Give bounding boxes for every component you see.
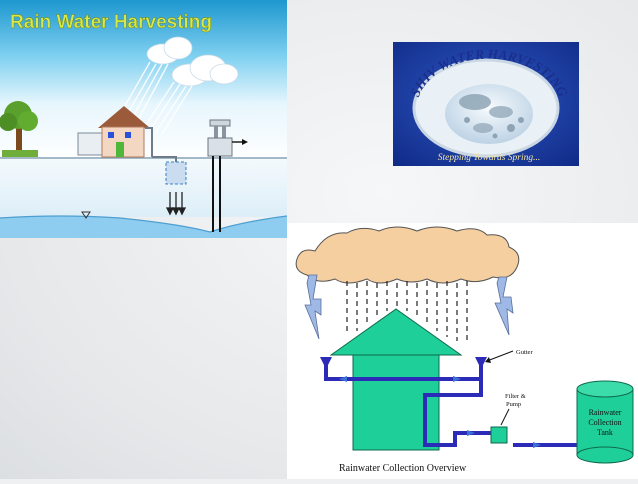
lightning-right-icon	[494, 276, 514, 336]
borewell-icon	[207, 119, 248, 232]
cloud-icon	[146, 36, 239, 87]
lightning-left-icon	[304, 274, 322, 340]
tank-label-line3: Tank	[597, 428, 613, 437]
rainwater-collection-overview-diagram: Gutter Filter & Pump Rainwater Collectio…	[287, 223, 638, 479]
logo-tagline: Stepping Towards Spring...	[438, 153, 541, 163]
logo-graphic: SHIV WATER HARVESTING Stepping Towards S…	[393, 42, 579, 166]
filter-pump-box	[490, 426, 508, 444]
harvest-diagram: Rain Water Harvesting	[0, 0, 288, 238]
gutter-label: Gutter	[516, 349, 533, 356]
tank-label-line1: Rainwater	[589, 408, 622, 417]
storage-tank	[77, 132, 103, 156]
tank-label-line2: Collection	[588, 418, 621, 427]
filter-label: Filter &	[505, 393, 526, 400]
cloud-icon	[295, 226, 520, 284]
overview-diagram: Gutter Filter & Pump Rainwater Collectio…	[295, 226, 634, 474]
groundwater	[0, 216, 287, 238]
flow-arrows	[339, 376, 541, 448]
harvest-title: Rain Water Harvesting	[10, 12, 212, 33]
shiv-water-harvesting-logo: SHIV WATER HARVESTING Stepping Towards S…	[393, 42, 579, 166]
gutter-right	[475, 357, 487, 365]
rain-lines	[346, 281, 468, 341]
rain-water-harvesting-illustration: Rain Water Harvesting	[0, 0, 288, 238]
water-drops-icon	[459, 94, 524, 139]
pump-label: Pump	[506, 401, 521, 408]
pipe-network	[324, 365, 583, 447]
house-icon	[98, 106, 153, 158]
soil	[0, 157, 287, 217]
recharge-pit	[165, 161, 187, 185]
water-table-marker	[81, 211, 91, 219]
rain-streaks	[117, 61, 193, 135]
collection-tank-icon	[576, 380, 634, 464]
gutter-left	[320, 357, 332, 365]
percolation-arrows	[165, 192, 187, 216]
overview-caption: Rainwater Collection Overview	[339, 463, 467, 474]
tree-icon	[0, 101, 38, 157]
